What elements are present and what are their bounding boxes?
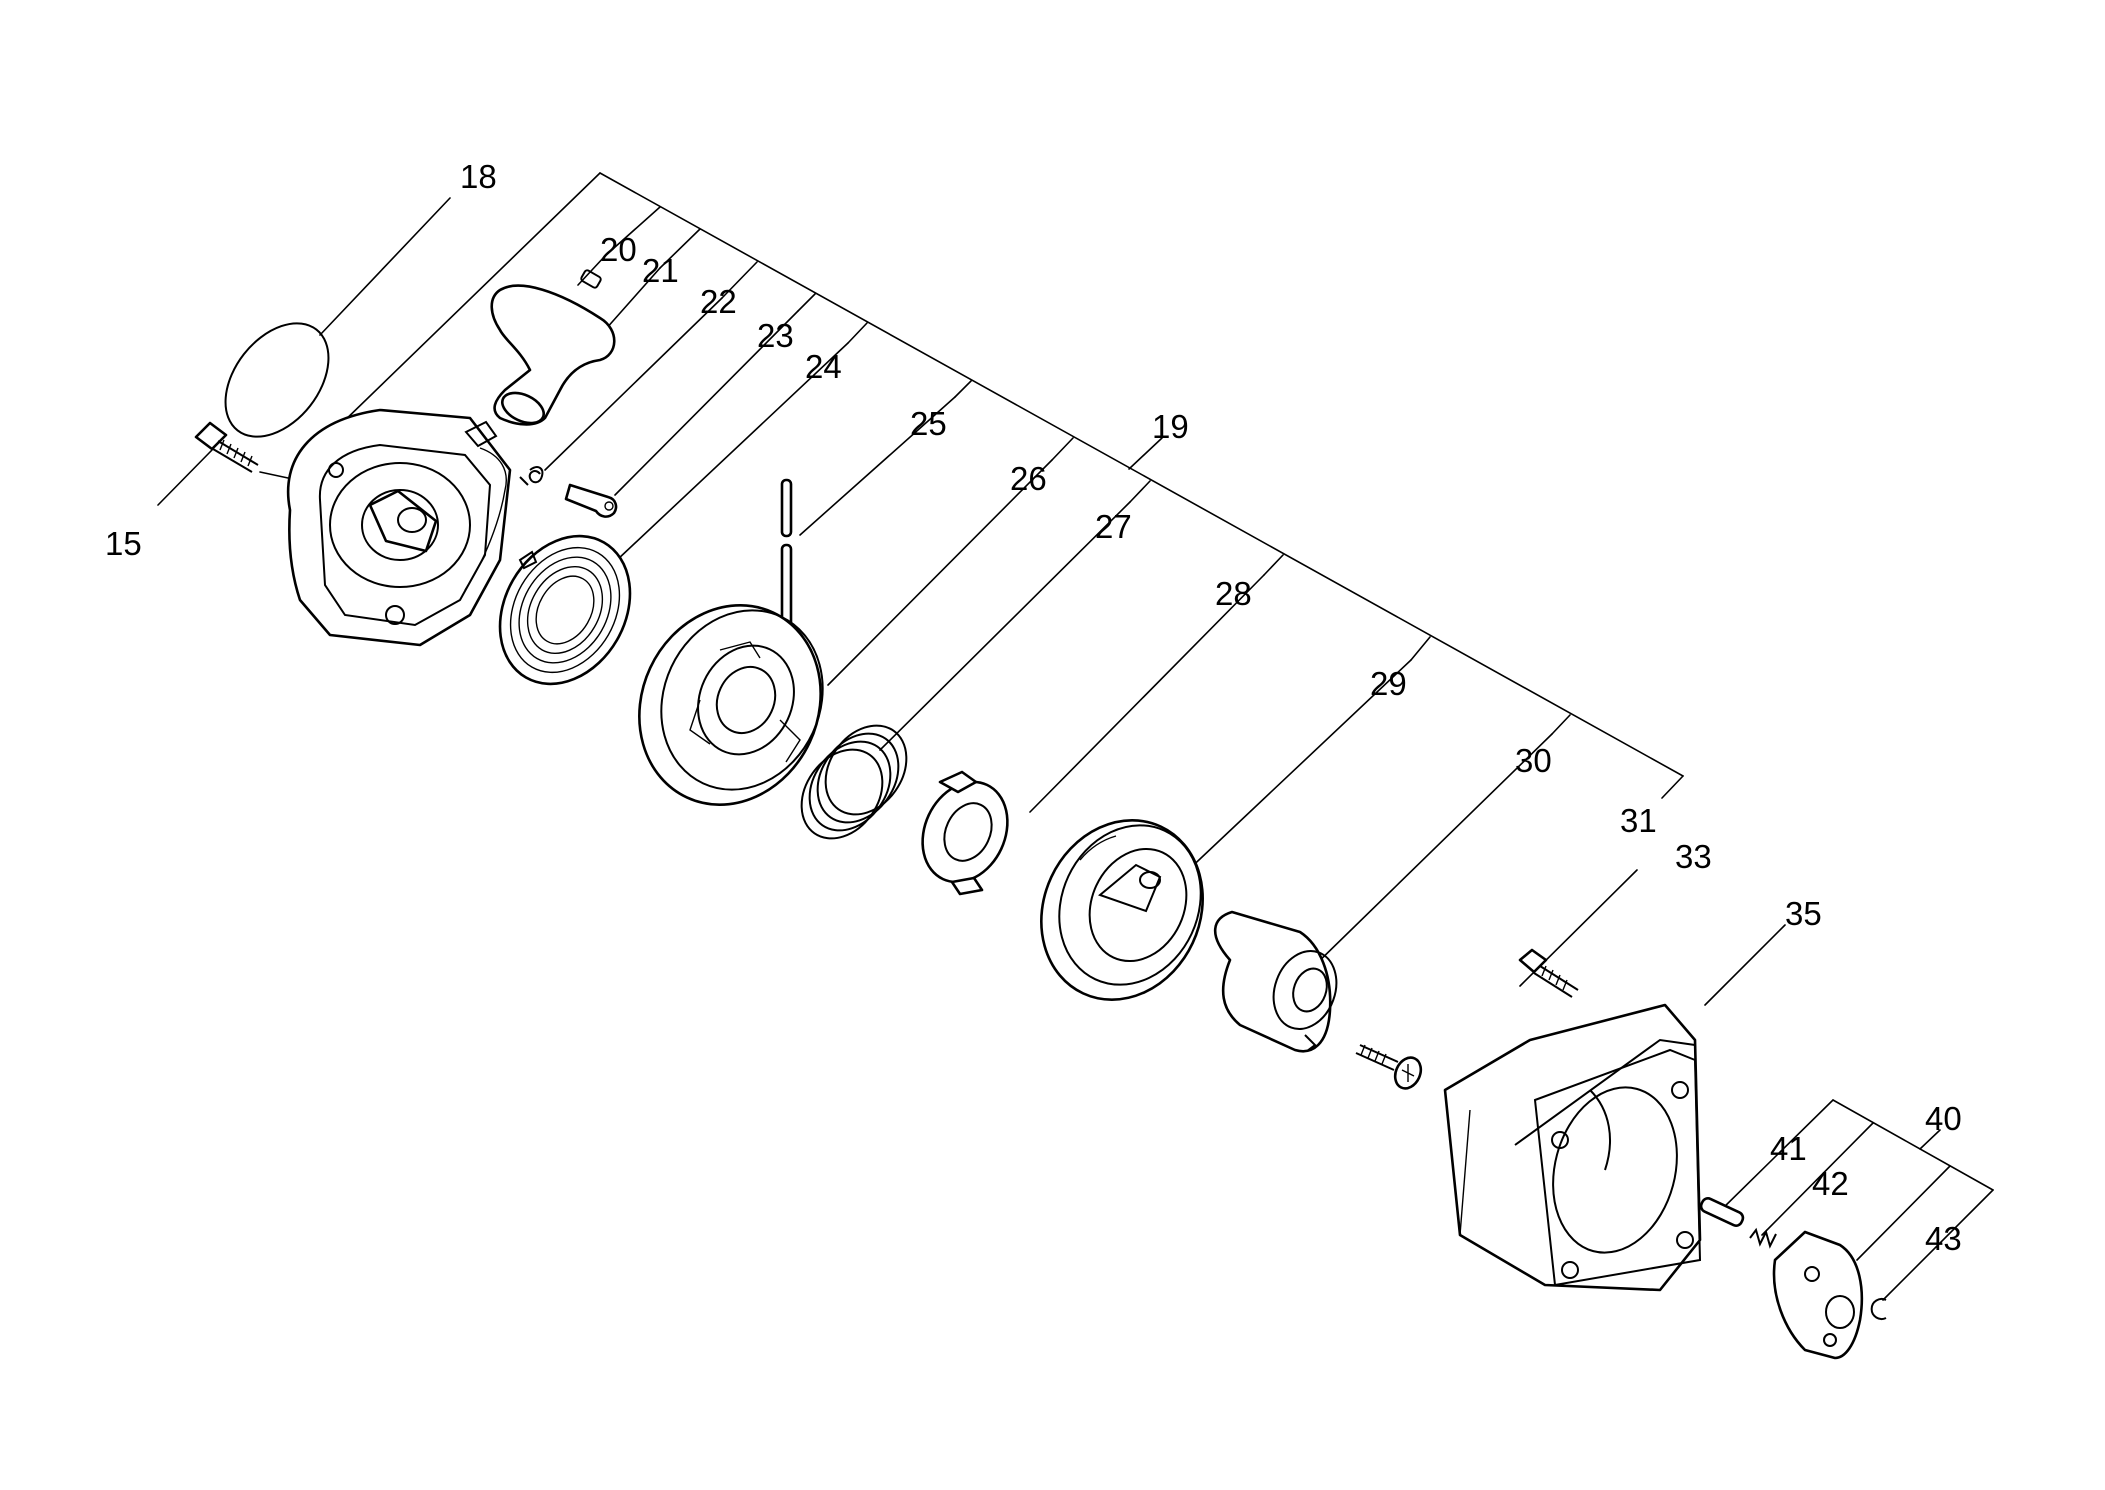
part-29-pulley [1040, 819, 1204, 1001]
part-21-starter-handle [490, 284, 616, 426]
label-19: 19 [1152, 408, 1189, 445]
label-43: 43 [1925, 1220, 1962, 1257]
leader-lines [157, 172, 1994, 1301]
label-23: 23 [757, 317, 794, 354]
label-15: 15 [105, 525, 142, 562]
part-27-coil-spring [800, 724, 908, 840]
label-31: 31 [1620, 802, 1657, 839]
part-33-screw [1518, 948, 1579, 998]
part-35-fan-housing [1443, 1003, 1702, 1292]
part-starter-housing [286, 408, 512, 647]
label-41: 41 [1770, 1130, 1807, 1167]
part-28-ratchet-plate [921, 770, 1009, 896]
part-30-starter-boss [1213, 910, 1338, 1053]
part-40-lever [1772, 1230, 1864, 1360]
label-20: 20 [600, 231, 637, 268]
label-18: 18 [460, 158, 497, 195]
part-labels: 15 18 19 20 21 22 23 24 25 26 27 28 29 3… [105, 158, 1962, 1257]
label-24: 24 [805, 348, 842, 385]
part-31-screw [1355, 1044, 1423, 1090]
label-40: 40 [1925, 1100, 1962, 1137]
part-15-screw [194, 421, 259, 473]
label-21: 21 [642, 252, 679, 289]
label-33: 33 [1675, 838, 1712, 875]
label-29: 29 [1370, 665, 1407, 702]
label-42: 42 [1812, 1165, 1849, 1202]
part-22-pawl-spring [519, 466, 544, 486]
part-18-o-ring [224, 322, 330, 438]
label-26: 26 [1010, 460, 1047, 497]
label-27: 27 [1095, 508, 1132, 545]
label-25: 25 [910, 405, 947, 442]
part-23-pawl [564, 483, 618, 518]
part-26-rope-reel [638, 604, 824, 806]
part-20-grip-insert [580, 269, 602, 289]
label-28: 28 [1215, 575, 1252, 612]
label-22: 22 [700, 283, 737, 320]
label-30: 30 [1515, 742, 1552, 779]
part-42-spring [1749, 1227, 1777, 1249]
part-25-pin [780, 478, 793, 637]
label-35: 35 [1785, 895, 1822, 932]
part-41-pin [1699, 1197, 1745, 1227]
part-24-recoil-spring [498, 534, 632, 686]
part-43-e-clip [1870, 1298, 1887, 1320]
